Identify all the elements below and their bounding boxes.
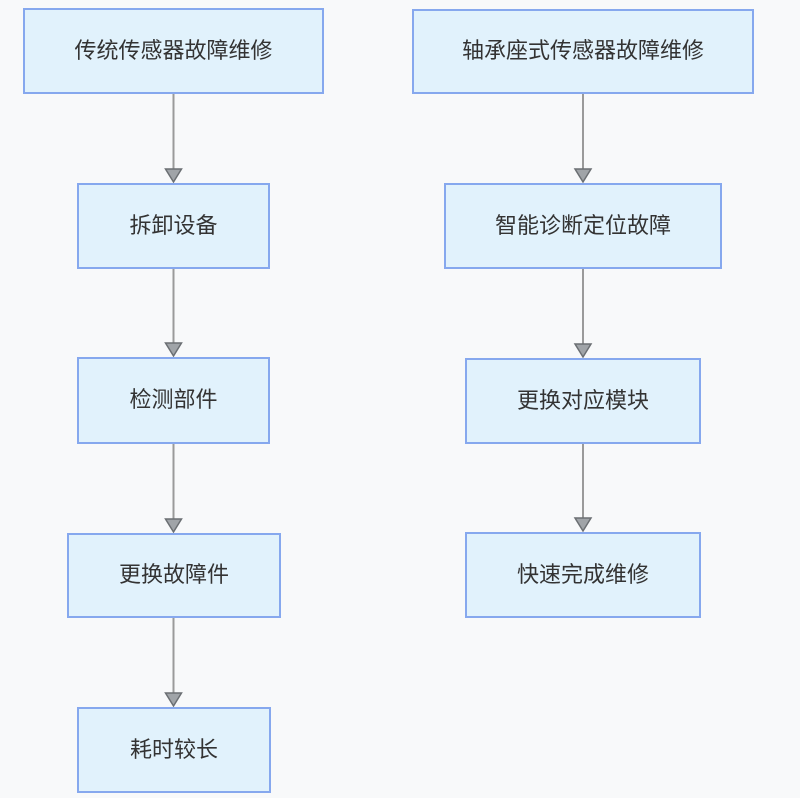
- connector-arrow: [573, 444, 593, 533]
- node-quick-repair-done: 快速完成维修: [465, 532, 701, 618]
- node-inspect-parts: 检测部件: [77, 357, 270, 444]
- node-time-consuming: 耗时较长: [77, 707, 271, 793]
- node-disassemble-equipment: 拆卸设备: [77, 183, 270, 269]
- node-bearing-seat-title: 轴承座式传感器故障维修: [412, 9, 754, 94]
- node-replace-faulty-part: 更换故障件: [67, 533, 281, 618]
- connector-arrow: [573, 269, 593, 359]
- connector-arrow: [164, 94, 183, 184]
- connector-arrow: [164, 269, 183, 358]
- connector-arrow: [164, 444, 183, 534]
- connector-arrow: [573, 94, 593, 184]
- connector-arrow: [164, 618, 183, 708]
- node-traditional-title: 传统传感器故障维修: [23, 8, 324, 94]
- node-intelligent-diagnosis: 智能诊断定位故障: [444, 183, 722, 269]
- node-replace-module: 更换对应模块: [465, 358, 701, 444]
